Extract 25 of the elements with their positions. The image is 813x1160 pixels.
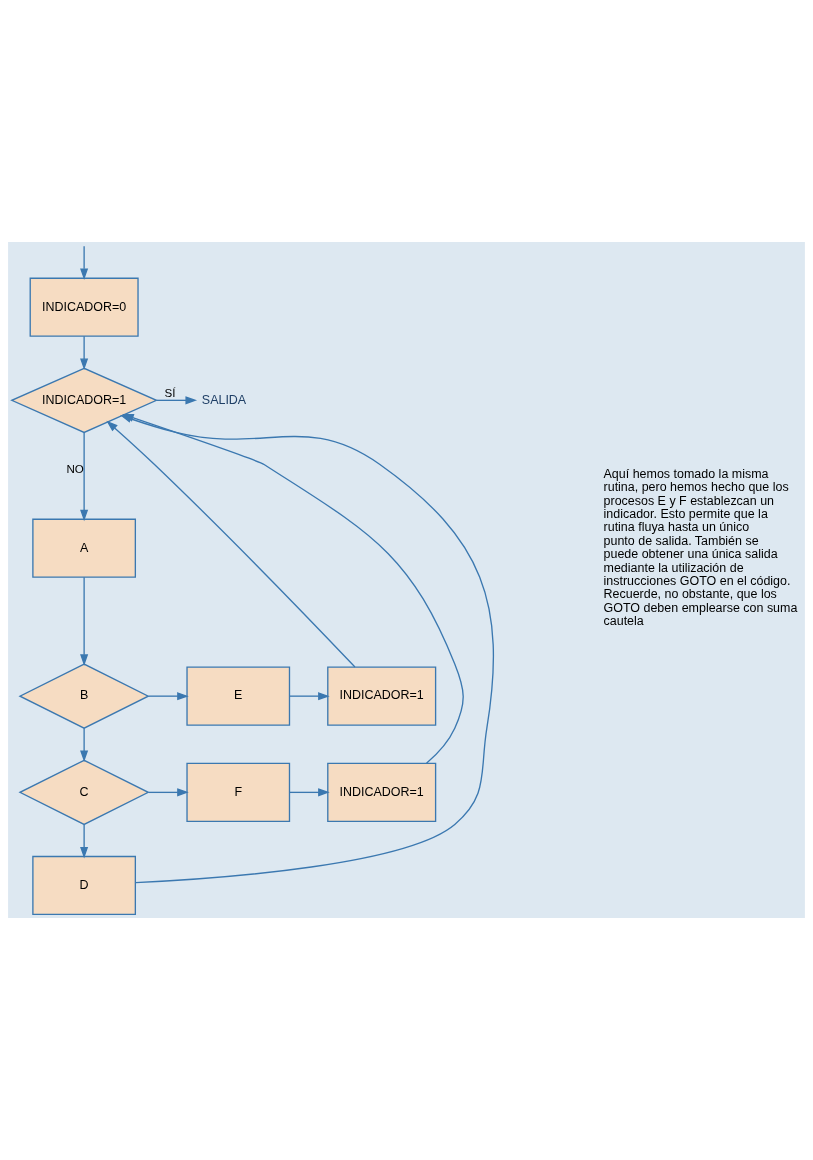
arrow xyxy=(80,245,89,281)
edge-label: SÍ xyxy=(164,387,176,400)
label: Aquí hemos tomado la misma rutina, pero hemos hecho que los procesos E y F establezcan un indicador. Esto permite que la rutina fluya hasta un único punto de salida. También se puede obtener una única salida mediante la utilización de instrucciones GOTO en el código. Recuerde, no obstante, que los GOTO deben emplearse con suma cautela xyxy=(603,467,798,629)
arrow xyxy=(147,692,189,701)
node-box: INDICADOR=0 xyxy=(29,277,139,337)
edge-label: NO xyxy=(66,462,84,475)
node-box: INDICADOR=1 xyxy=(327,666,437,726)
arrow xyxy=(80,727,89,763)
node-box: D xyxy=(32,855,136,916)
arrow xyxy=(288,788,330,797)
node-box: INDICADOR=1 xyxy=(327,762,437,822)
node-diamond: B xyxy=(18,663,150,729)
node-diamond: C xyxy=(18,759,150,826)
node-box: A xyxy=(32,518,136,578)
arrow xyxy=(155,396,198,405)
arrow xyxy=(80,576,89,666)
arrow xyxy=(106,420,356,668)
node-box: E xyxy=(186,666,291,726)
arrow xyxy=(147,788,189,797)
arrow xyxy=(80,824,89,859)
arrow xyxy=(288,692,330,701)
arrow xyxy=(80,431,89,522)
node-text: SALIDA xyxy=(201,392,247,407)
arrow xyxy=(80,335,89,371)
node-box: F xyxy=(186,762,291,822)
